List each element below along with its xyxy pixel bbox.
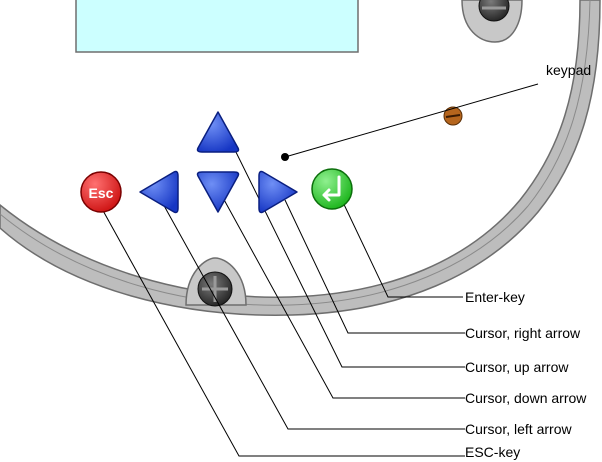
cursor-right-label: Cursor, right arrow	[465, 325, 581, 341]
enter-arrow-icon	[322, 175, 341, 202]
esc-key-label: ESC-key	[465, 444, 521, 460]
esc-key-leader	[100, 206, 465, 457]
display-window	[75, 0, 359, 53]
keypad-leader	[284, 83, 539, 158]
enter-key-leader	[339, 195, 463, 298]
cursor-left-leader	[161, 201, 465, 430]
housing	[0, 0, 601, 316]
cursor-right-leader	[284, 199, 465, 334]
cursor-left-label: Cursor, left arrow	[465, 421, 572, 437]
bottom-screw-mount	[185, 257, 247, 307]
top-screw-mount	[461, 0, 523, 43]
enter-key-button[interactable]	[311, 168, 353, 210]
leader-lines	[100, 83, 539, 457]
enter-key-label: Enter-key	[465, 289, 525, 305]
cursor-left-button[interactable]	[139, 170, 179, 214]
top-screw-icon	[478, 0, 510, 22]
esc-key-text: Esc	[89, 185, 114, 201]
cursor-up-label: Cursor, up arrow	[465, 359, 569, 375]
esc-key-button[interactable]: Esc	[80, 171, 122, 213]
status-indicator-icon	[443, 106, 463, 126]
cursor-down-button[interactable]	[196, 171, 240, 213]
keypad-leader-dot	[281, 153, 289, 161]
cursor-down-label: Cursor, down arrow	[465, 390, 587, 406]
cursor-down-leader	[221, 195, 465, 399]
keypad-label: keypad	[546, 62, 592, 78]
cursor-up-button[interactable]	[196, 111, 240, 153]
cursor-up-leader	[229, 139, 465, 368]
cursor-right-button[interactable]	[258, 170, 298, 214]
